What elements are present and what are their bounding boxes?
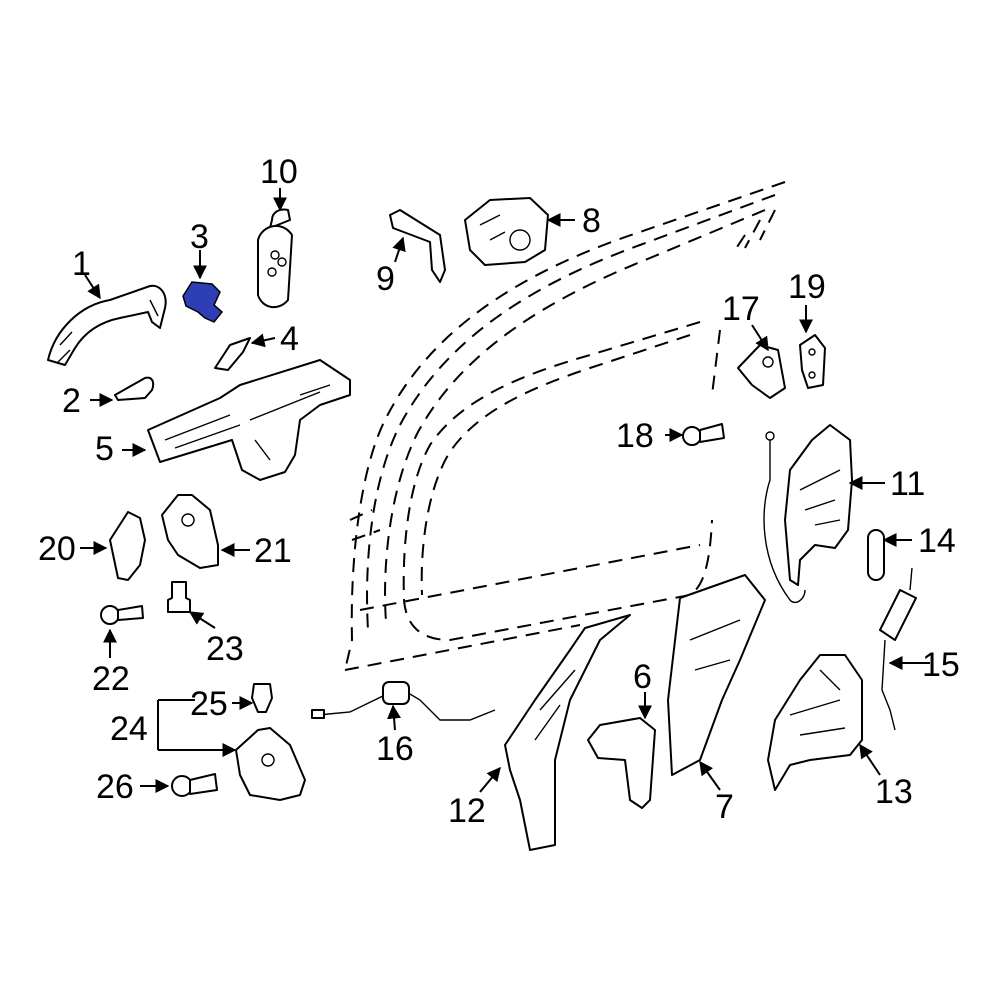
part-10-key-fob[interactable] bbox=[257, 208, 293, 309]
callout-20: 20 bbox=[38, 530, 76, 568]
part-4-seal[interactable] bbox=[214, 337, 251, 371]
callout-18: 18 bbox=[616, 417, 654, 455]
part-22-screw[interactable] bbox=[100, 605, 144, 625]
callout-11: 11 bbox=[890, 465, 925, 503]
callout-22: 22 bbox=[92, 660, 130, 698]
callout-24: 24 bbox=[110, 710, 148, 748]
callout-10: 10 bbox=[260, 153, 298, 191]
door-frame-outline bbox=[344, 181, 786, 671]
part-6-bracket[interactable] bbox=[587, 717, 656, 809]
callout-2: 2 bbox=[62, 382, 81, 420]
callout-26: 26 bbox=[96, 768, 134, 806]
part-3-lock-cylinder[interactable] bbox=[182, 281, 224, 323]
part-26-screw[interactable] bbox=[171, 773, 218, 797]
part-19-plate[interactable] bbox=[799, 334, 826, 389]
callout-9: 9 bbox=[376, 260, 395, 298]
part-17-striker-bracket[interactable] bbox=[737, 344, 786, 399]
part-16-cable[interactable] bbox=[311, 681, 496, 721]
callout-12: 12 bbox=[448, 792, 486, 830]
callout-16: 16 bbox=[376, 730, 414, 768]
callout-21: 21 bbox=[254, 532, 292, 570]
callout-19: 19 bbox=[788, 268, 826, 306]
callout-7: 7 bbox=[715, 788, 734, 826]
callout-5: 5 bbox=[95, 430, 114, 468]
callout-15: 15 bbox=[922, 646, 960, 684]
part-21-hinge[interactable] bbox=[161, 494, 219, 569]
callout-17: 17 bbox=[722, 290, 760, 328]
part-25-bolt[interactable] bbox=[251, 683, 273, 713]
part-8-lock-actuator[interactable] bbox=[464, 197, 549, 266]
callout-25: 25 bbox=[190, 685, 228, 723]
part-1-door-handle[interactable] bbox=[47, 284, 167, 366]
part-5-handle-carrier[interactable] bbox=[147, 359, 351, 481]
part-24-hinge-assembly[interactable] bbox=[235, 727, 306, 801]
part-7-trim-panel[interactable] bbox=[667, 574, 766, 776]
callout-3: 3 bbox=[190, 218, 209, 256]
callout-labels: 1 2 3 4 5 6 7 8 9 10 11 12 13 14 15 16 1… bbox=[38, 153, 960, 830]
part-15-actuator-rod[interactable] bbox=[879, 567, 917, 731]
callout-14: 14 bbox=[918, 522, 956, 560]
part-9-bracket[interactable] bbox=[389, 209, 446, 283]
part-12-cover[interactable] bbox=[504, 614, 631, 851]
callout-13: 13 bbox=[875, 773, 913, 811]
part-20-hinge-cover[interactable] bbox=[109, 511, 146, 581]
callout-8: 8 bbox=[582, 202, 601, 240]
part-13-latch-assembly[interactable] bbox=[767, 654, 863, 791]
part-2-handle-cap[interactable] bbox=[114, 376, 155, 401]
part-18-screw[interactable] bbox=[682, 423, 725, 446]
callout-6: 6 bbox=[633, 658, 652, 696]
part-23-bolt[interactable] bbox=[167, 581, 191, 613]
callout-1: 1 bbox=[72, 245, 91, 283]
leader-lines bbox=[80, 188, 930, 793]
part-14-bumper[interactable] bbox=[867, 529, 885, 581]
callout-4: 4 bbox=[280, 320, 299, 358]
callout-23: 23 bbox=[206, 630, 244, 668]
part-11-door-latch[interactable] bbox=[763, 424, 853, 604]
